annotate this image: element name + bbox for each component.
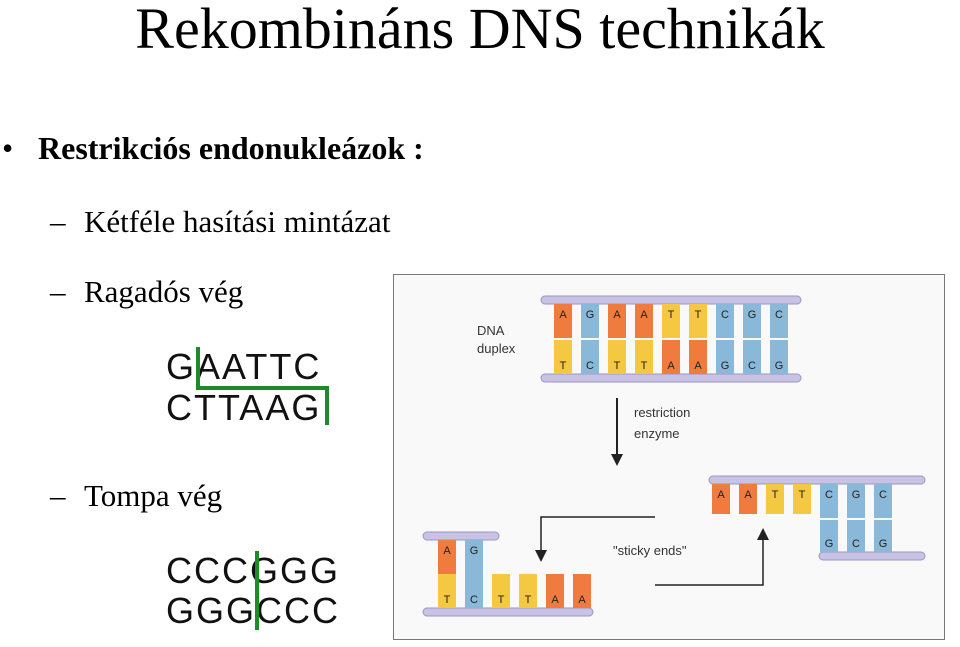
label-restriction: restriction (634, 405, 690, 420)
base-label-G: G (775, 360, 784, 372)
base-label-C: C (825, 489, 833, 501)
base-label-A: A (613, 309, 621, 321)
base-label-A: A (717, 489, 725, 501)
base-label-C: C (470, 594, 478, 606)
base-label-A: A (559, 309, 567, 321)
base-label-C: C (775, 309, 783, 321)
base-label-G: G (879, 538, 888, 550)
top-backbone (541, 296, 801, 304)
label-duplex: duplex (477, 341, 516, 356)
base-label-G: G (470, 545, 479, 557)
label-dna: DNA (477, 323, 505, 338)
base-label-A: A (443, 545, 451, 557)
base-label-C: C (879, 489, 887, 501)
left-top-backbone (423, 532, 499, 540)
base-label-T: T (799, 489, 806, 501)
label-enzyme: enzyme (634, 426, 680, 441)
base-label-G: G (721, 360, 730, 372)
base-label-C: C (721, 309, 729, 321)
base-label-A: A (640, 309, 648, 321)
base-label-G: G (825, 538, 834, 550)
right-bottom-backbone (819, 552, 925, 560)
base-label-T: T (525, 594, 532, 606)
right-top-backbone (709, 476, 925, 484)
base-label-A: A (551, 594, 559, 606)
base-label-G: G (586, 309, 595, 321)
label-sticky-ends: "sticky ends" (613, 543, 687, 558)
restriction-enzyme-diagram: A G A A T T C G C T C T T A A G C G A A T T C G C G C G A G T C T T A A DNA… (393, 274, 945, 640)
base-label-C: C (586, 360, 594, 372)
base-label-A: A (667, 360, 675, 372)
base-label-A: A (578, 594, 586, 606)
base-label-C: C (852, 538, 860, 550)
base-label-T: T (695, 309, 702, 321)
base-label-T: T (641, 360, 648, 372)
base-label-G: G (748, 309, 757, 321)
base-label-T: T (444, 594, 451, 606)
base-label-T: T (668, 309, 675, 321)
bottom-backbone (541, 374, 801, 382)
left-bottom-backbone (423, 608, 593, 616)
base-label-C: C (748, 360, 756, 372)
base-label-A: A (744, 489, 752, 501)
base-label-T: T (772, 489, 779, 501)
base-label-T: T (498, 594, 505, 606)
base-label-T: T (614, 360, 621, 372)
base-label-T: T (560, 360, 567, 372)
base-label-A: A (694, 360, 702, 372)
base-label-G: G (852, 489, 861, 501)
